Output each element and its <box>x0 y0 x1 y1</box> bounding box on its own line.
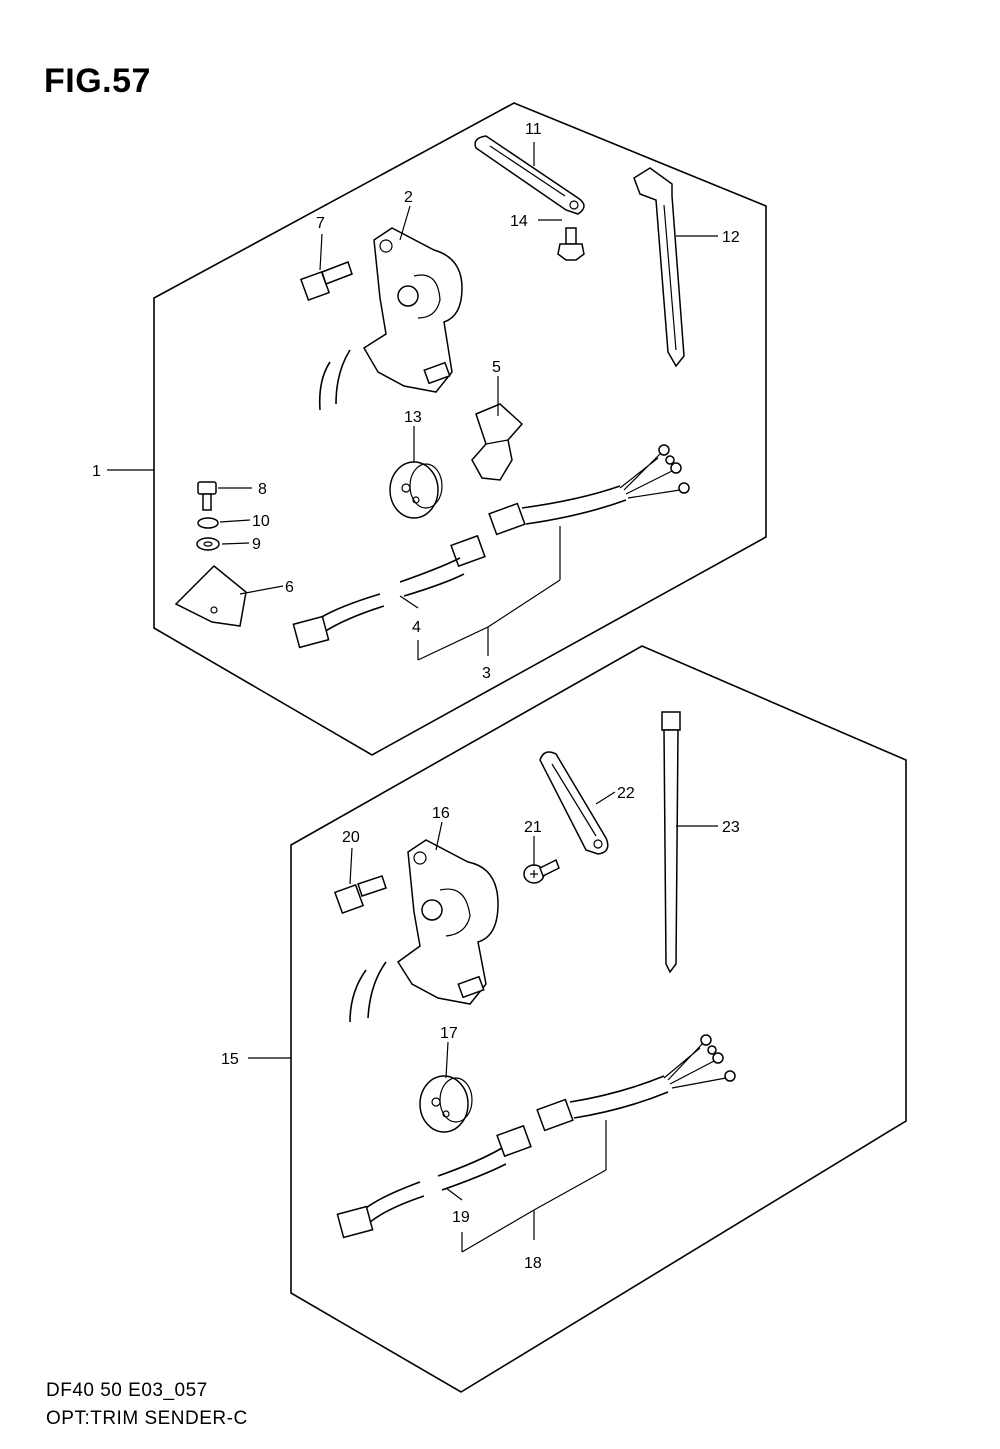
part-10-lock-washer <box>197 517 219 529</box>
part-6-bracket <box>174 564 247 627</box>
callout-17: 17 <box>440 1025 458 1042</box>
part-20-bolt <box>333 875 387 915</box>
callout-23: 23 <box>722 819 740 836</box>
part-16-trim-sender <box>349 839 499 1023</box>
callout-4: 4 <box>412 619 421 636</box>
callout-19: 19 <box>452 1209 470 1226</box>
callout-10: 10 <box>252 513 270 530</box>
callout-7: 7 <box>316 215 325 232</box>
part-7-bolt <box>299 261 353 302</box>
part-3-harness <box>488 444 690 536</box>
callout-14: 14 <box>510 213 528 230</box>
part-4-harness <box>292 534 486 649</box>
callout-13: 13 <box>404 409 422 426</box>
part-17-rotor <box>419 1075 473 1133</box>
lower-leader-lines <box>248 791 718 1253</box>
part-5-clip <box>471 403 524 481</box>
callout-5: 5 <box>492 359 501 376</box>
callout-20: 20 <box>342 829 360 846</box>
callout-11: 11 <box>525 121 542 138</box>
part-12-cable-tie <box>633 167 685 368</box>
callout-6: 6 <box>285 579 294 596</box>
assembly-outline-1 <box>153 102 767 756</box>
part-11-strap <box>474 135 585 215</box>
part-21-screw <box>523 858 560 884</box>
callout-2: 2 <box>404 189 413 206</box>
callout-9: 9 <box>252 536 261 553</box>
figure-title: FIG.57 <box>44 62 151 100</box>
callout-21: 21 <box>524 819 542 836</box>
part-13-rotor <box>389 461 443 519</box>
callout-22: 22 <box>617 785 635 802</box>
part-9-washer <box>196 537 220 551</box>
part-8-bolt <box>197 481 217 511</box>
diagram-code: DF40 50 E03_057 <box>46 1380 208 1401</box>
callout-3: 3 <box>482 665 491 682</box>
callout-16: 16 <box>432 805 450 822</box>
part-14-screw <box>557 227 585 261</box>
part-23-cable-tie <box>661 711 681 974</box>
callout-18: 18 <box>524 1255 542 1272</box>
callout-12: 12 <box>722 229 740 246</box>
callout-1: 1 <box>92 463 101 480</box>
part-22-strap <box>539 751 609 855</box>
upper-leader-lines <box>107 142 718 661</box>
assembly-outline-15 <box>290 645 907 1393</box>
part-18-harness <box>536 1034 736 1132</box>
part-19-harness <box>336 1124 532 1239</box>
part-2-trim-sender <box>318 227 463 411</box>
diagram-description: OPT:TRIM SENDER-C <box>46 1408 248 1429</box>
callout-labels: 1 2 3 4 5 6 7 8 9 10 11 12 13 14 15 16 1… <box>92 121 740 1272</box>
callout-15: 15 <box>221 1051 239 1068</box>
callout-8: 8 <box>258 481 267 498</box>
